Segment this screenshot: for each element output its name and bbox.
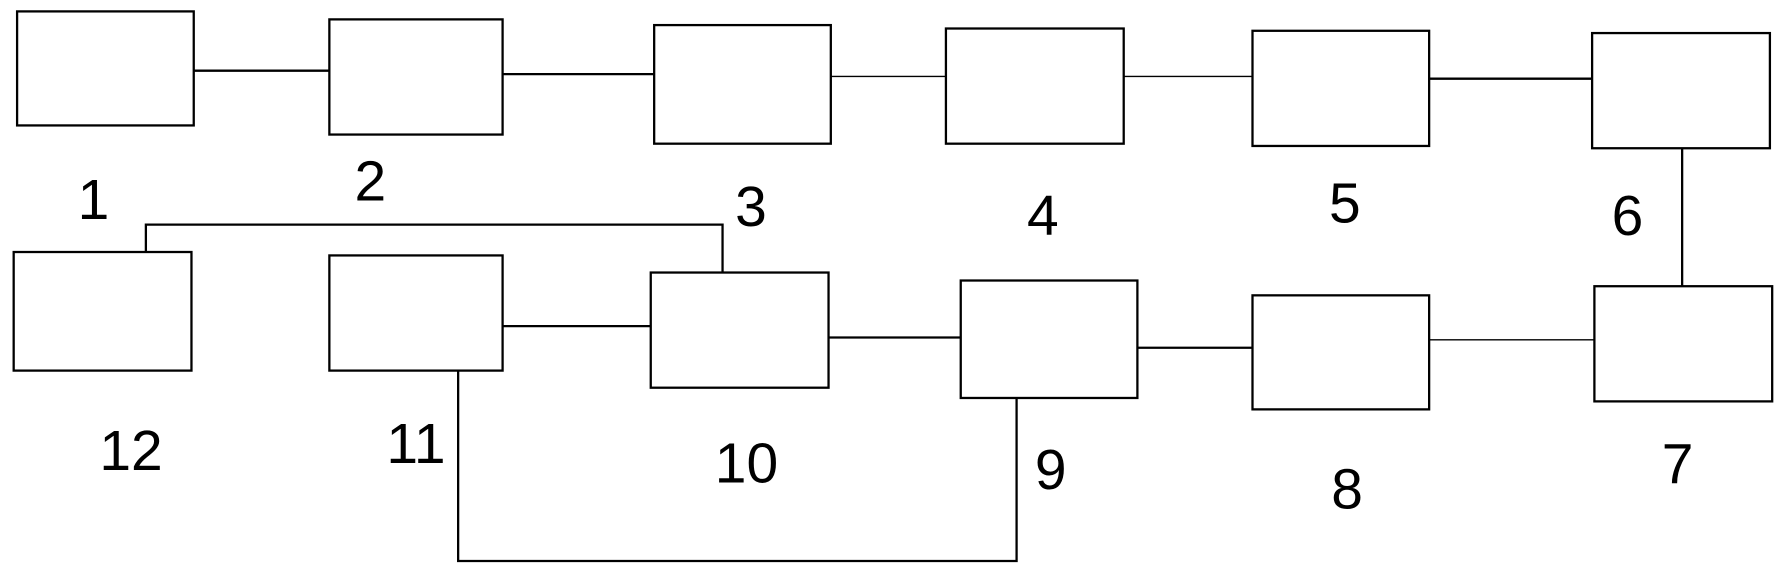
label-9: 9: [1035, 438, 1067, 502]
connector-11-9: [457, 370, 1018, 563]
label-6: 6: [1612, 184, 1644, 248]
box-12: [12, 250, 193, 372]
label-1: 1: [78, 168, 110, 232]
label-7: 7: [1662, 432, 1694, 496]
box-2: [328, 18, 504, 136]
box-4: [944, 27, 1125, 145]
box-8: [1251, 294, 1431, 411]
label-5: 5: [1329, 171, 1361, 235]
box-1: [15, 10, 195, 127]
label-8: 8: [1331, 458, 1363, 522]
label-11: 11: [386, 412, 445, 476]
box-3: [653, 23, 832, 145]
label-2: 2: [355, 150, 387, 214]
box-5: [1251, 29, 1431, 148]
box-9: [959, 279, 1139, 400]
box-7: [1593, 285, 1774, 403]
box-10: [649, 271, 830, 389]
label-3: 3: [735, 175, 767, 239]
box-11: [328, 254, 504, 372]
box-6: [1590, 31, 1772, 150]
connector-10-12: [144, 223, 724, 274]
label-4: 4: [1027, 184, 1059, 248]
label-12: 12: [99, 419, 162, 483]
label-10: 10: [715, 431, 778, 495]
